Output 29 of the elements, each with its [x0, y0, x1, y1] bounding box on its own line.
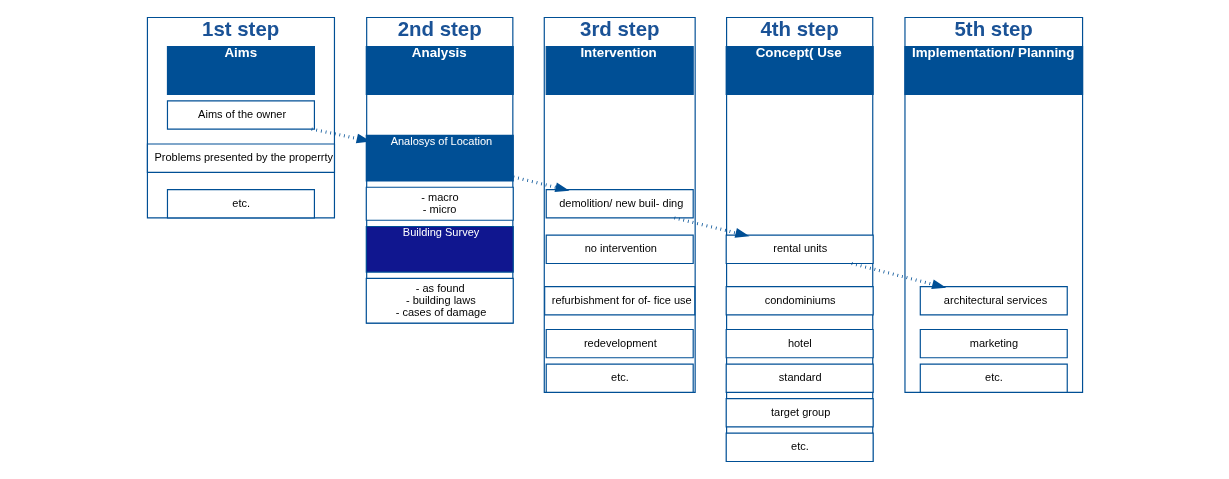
- node-box: Implementation/ Planning: [903, 46, 1083, 96]
- node-box: etc.: [545, 363, 694, 393]
- node-box: - as found - building laws - cases of damage: [365, 277, 514, 324]
- node-box: no intervention: [545, 234, 694, 265]
- node-box: - macro - micro: [365, 186, 514, 221]
- node-box: rental units: [725, 234, 874, 265]
- node-box: refurbishment for of- fice use: [543, 286, 695, 316]
- node-box: Intervention: [545, 46, 694, 96]
- node-box: redevelopment: [545, 328, 694, 359]
- node-box: etc.: [725, 432, 874, 463]
- arrow: [673, 216, 749, 238]
- node-box: Building Survey: [365, 225, 514, 273]
- node-box: target group: [725, 398, 874, 428]
- node-box: Problems presented by the properrty: [146, 143, 335, 173]
- node-box: standard: [725, 363, 874, 393]
- node-box: marketing: [919, 328, 1068, 359]
- node-box: architectural services: [919, 286, 1068, 316]
- node-box: hotel: [725, 328, 874, 359]
- node-box: demolition/ new buil- ding: [545, 189, 694, 219]
- arrow: [512, 175, 569, 193]
- node-box: Concept( Use: [725, 46, 874, 96]
- node-box: etc.: [166, 189, 315, 219]
- node-box: Aims of the owner: [166, 100, 315, 130]
- node-box: Analysis: [365, 46, 514, 96]
- node-box: condominiums: [725, 286, 874, 316]
- node-box: etc.: [919, 363, 1068, 393]
- node-box: Aims: [166, 46, 315, 96]
- arrow: [850, 261, 946, 290]
- node-box: Analosys of Location: [365, 134, 514, 182]
